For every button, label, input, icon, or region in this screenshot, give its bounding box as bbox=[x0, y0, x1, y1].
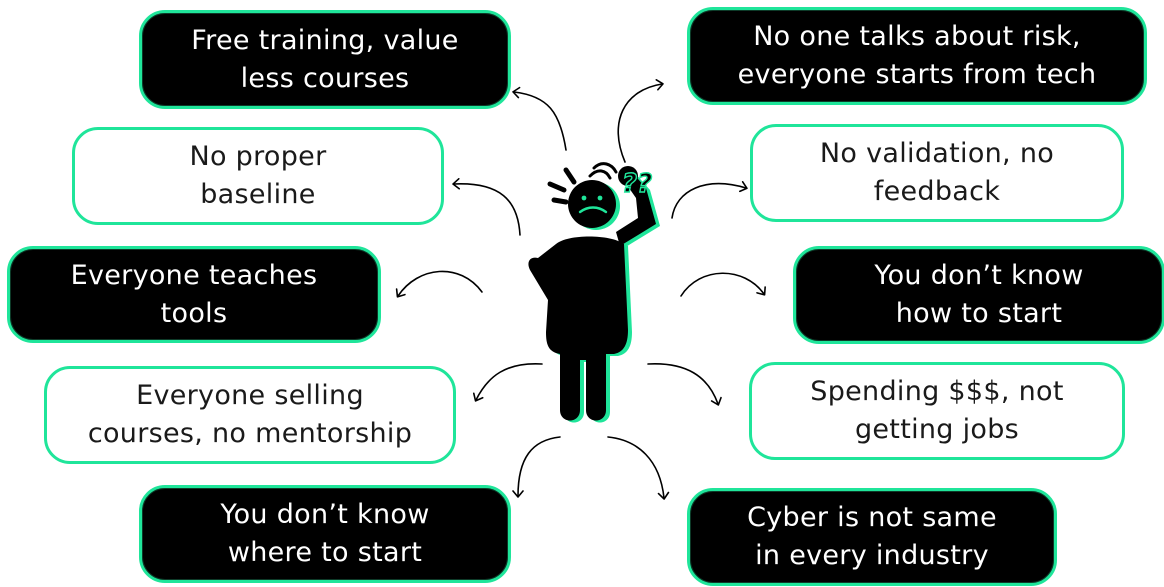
bubble-text: No one talks about risk, everyone starts… bbox=[738, 18, 1097, 94]
bubble-where-to-start: You don’t know where to start bbox=[139, 485, 511, 583]
stress-marks bbox=[547, 162, 618, 205]
bubble-line: You don’t know bbox=[874, 260, 1084, 291]
question-marks: ?? bbox=[622, 169, 652, 199]
bubble-line: You don’t know bbox=[220, 499, 430, 530]
arrow-to-validation bbox=[671, 180, 748, 219]
person-body bbox=[528, 162, 660, 423]
bubble-line: tools bbox=[160, 297, 228, 329]
bubble-line: where to start bbox=[227, 537, 423, 568]
bubble-line: No proper bbox=[189, 141, 327, 172]
bubble-line: Free training, value bbox=[191, 24, 459, 56]
bubble-baseline: No proper baseline bbox=[72, 127, 444, 225]
bubble-line: less courses bbox=[240, 62, 410, 94]
bubble-validation: No validation, no feedback bbox=[750, 124, 1124, 222]
bubble-line: getting jobs bbox=[854, 414, 1020, 445]
bubble-text: Cyber is not same in every industry bbox=[747, 499, 997, 575]
bubble-line: Spending $$$, not bbox=[810, 376, 1064, 407]
arrow-to-risk bbox=[617, 79, 664, 163]
bubble-text: You don’t know how to start bbox=[874, 257, 1083, 333]
bubble-line: baseline bbox=[200, 179, 316, 210]
bubble-text: Free training, value less courses bbox=[191, 22, 458, 98]
bubble-text: No validation, no feedback bbox=[820, 135, 1054, 211]
bubble-line: No validation, no bbox=[819, 138, 1055, 169]
arrow-to-free-training bbox=[512, 86, 567, 151]
face bbox=[578, 195, 608, 214]
bubble-risk: No one talks about risk, everyone starts… bbox=[687, 7, 1147, 105]
arrow-to-tools bbox=[395, 270, 483, 298]
bubble-text: Everyone selling courses, no mentorship bbox=[88, 377, 412, 453]
bubble-text: Spending $$$, not getting jobs bbox=[810, 373, 1064, 449]
bubble-line: courses, no mentorship bbox=[87, 418, 413, 449]
bubble-tools: Everyone teaches tools bbox=[7, 246, 381, 343]
bubble-text: No proper baseline bbox=[189, 138, 326, 214]
bubble-how-to-start: You don’t know how to start bbox=[793, 246, 1164, 344]
bubble-line: feedback bbox=[873, 176, 1001, 207]
bubble-text: You don’t know where to start bbox=[220, 496, 429, 572]
bubble-line: how to start bbox=[895, 298, 1063, 329]
arrow-to-where-to-start bbox=[512, 436, 561, 498]
bubble-text: Everyone teaches tools bbox=[71, 257, 318, 333]
arrow-to-cyber bbox=[607, 436, 670, 500]
bubble-free-training: Free training, value less courses bbox=[139, 10, 511, 109]
bubble-line: Everyone teaches bbox=[70, 259, 318, 291]
bubble-line: Cyber is not same bbox=[747, 502, 997, 533]
arrow-to-selling bbox=[472, 363, 543, 402]
bubble-selling: Everyone selling courses, no mentorship bbox=[44, 366, 456, 464]
bubble-line: Everyone selling bbox=[136, 380, 364, 411]
bubble-spending: Spending $$$, not getting jobs bbox=[749, 362, 1125, 460]
bubble-line: No one talks about risk, bbox=[753, 21, 1081, 52]
arrow-to-spending bbox=[647, 363, 722, 406]
arrow-to-baseline bbox=[452, 177, 521, 236]
bubble-line: in every industry bbox=[755, 540, 989, 571]
bubble-line: everyone starts from tech bbox=[737, 59, 1097, 90]
bubble-cyber: Cyber is not same in every industry bbox=[687, 488, 1057, 586]
arrow-to-how-to-start bbox=[680, 272, 766, 297]
